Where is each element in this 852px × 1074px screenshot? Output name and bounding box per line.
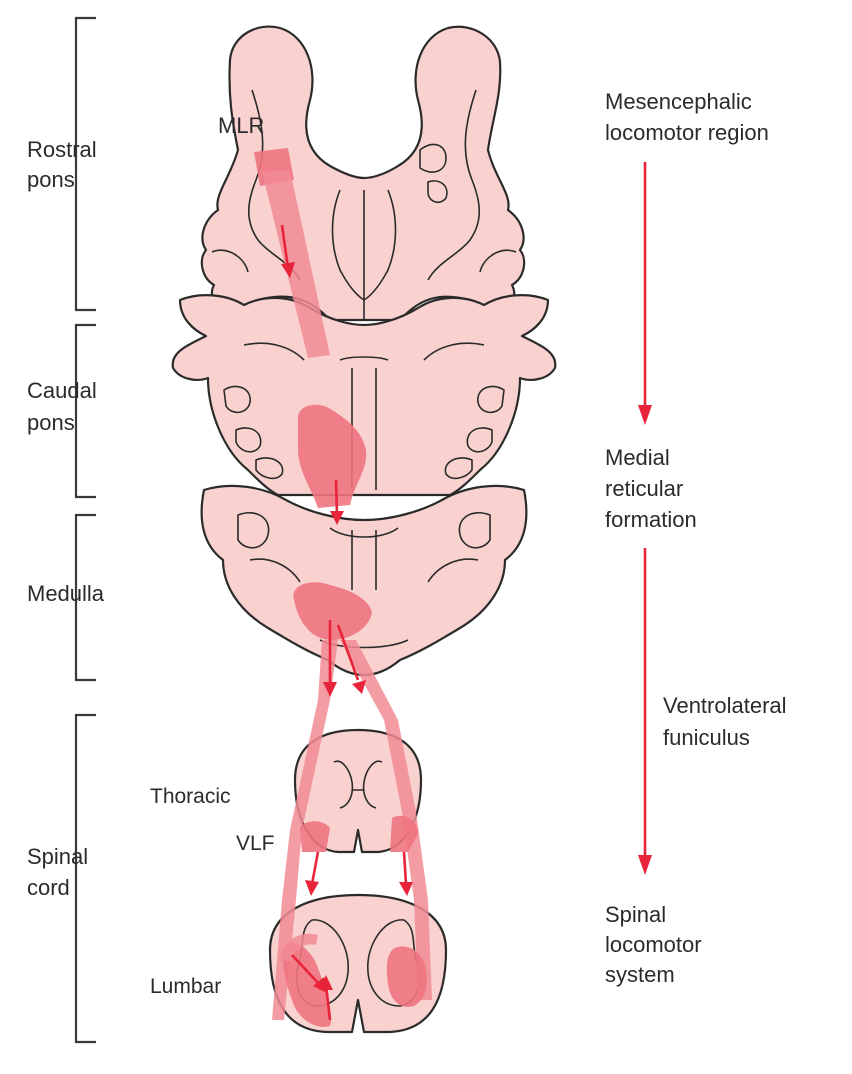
label-vlf: VLF (236, 832, 275, 855)
lumbar-locomotor-left (283, 942, 332, 1027)
step3-line2: funiculus (663, 725, 750, 750)
bracket-caudal-pons (74, 323, 96, 499)
bracket-rostral-pons (74, 16, 96, 312)
pathway-steps: Mesencephalic locomotor region Medial re… (605, 89, 787, 987)
caudal-nucleus-left3 (255, 457, 284, 480)
arrow-mlr-head (281, 262, 295, 278)
label-spinal-line2: cord (27, 875, 70, 900)
caudal-nucleus-right2 (466, 427, 493, 453)
arrow-medulla-left-head (323, 682, 337, 697)
medulla-core (329, 527, 399, 538)
bracket-medulla (74, 513, 96, 682)
rostral-inner-left (247, 89, 301, 281)
caudal-nucleus-left1 (223, 385, 251, 414)
rostral-pons-section (200, 25, 526, 322)
caudal-curve-left (243, 342, 305, 361)
caudal-nucleus-right1 (477, 385, 505, 414)
pathway-arrows (280, 224, 413, 1021)
arrow-medulla-right (336, 624, 360, 681)
step3-line1: Ventrolateral (663, 693, 787, 718)
rostral-lobe-left (211, 249, 249, 273)
thoracic-vlf-left (300, 821, 330, 852)
bracket-spinal-cord (74, 713, 96, 1044)
caudal-nucleus-right3 (444, 457, 473, 480)
rostral-nucleus-right (419, 143, 447, 173)
medulla-nucleus-right (458, 511, 491, 549)
caudal-pons-outline (171, 294, 557, 497)
label-spinal-line1: Spinal (27, 844, 88, 869)
rostral-nucleus-right2 (427, 180, 448, 204)
mlr-tract (262, 170, 330, 358)
lumbar-locomotor-right (386, 946, 427, 1007)
medulla-reticular-region (293, 582, 372, 640)
arrow-vlf-right-head (399, 882, 413, 896)
rostral-lobe-right (479, 249, 517, 273)
caudal-curve-right (423, 342, 485, 361)
label-mlr: MLR (218, 113, 264, 138)
caudal-nucleus-left2 (235, 427, 262, 453)
step-arrow-1-head (638, 405, 652, 425)
label-rostral-line2: pons (27, 167, 75, 192)
arrow-mlr (280, 224, 290, 269)
thoracic-section (293, 728, 423, 854)
label-caudal-line1: Caudal (27, 378, 97, 403)
medulla-nucleus-left (237, 511, 270, 549)
arrow-vlf-left-head (305, 880, 319, 896)
thoracic-grey-matter (333, 760, 383, 809)
step4-line3: system (605, 962, 675, 987)
step4-line1: Spinal (605, 902, 666, 927)
arrow-medulla-right-head (352, 680, 366, 694)
step1-line1: Mesencephalic (605, 89, 752, 114)
arrow-lumbar-1 (291, 954, 321, 986)
arrow-caudal (334, 479, 339, 516)
step1-line2: locomotor region (605, 120, 769, 145)
step2-line1: Medial (605, 445, 670, 470)
locomotor-pathway (254, 148, 432, 1027)
medulla-curve-left (249, 558, 301, 583)
step-arrow-2-head (638, 855, 652, 875)
rostral-pons-outline (200, 25, 526, 322)
arrow-lumbar-2 (324, 984, 332, 1021)
label-rostral-line1: Rostral (27, 137, 97, 162)
rostral-inner-right (427, 89, 481, 281)
medulla-curve-right (427, 558, 479, 583)
arrow-vlf-left (310, 851, 320, 885)
arrow-lumbar-2-head (319, 975, 333, 990)
label-thoracic: Thoracic (150, 785, 231, 808)
vlf-tract-left (272, 640, 338, 1020)
label-lumbar: Lumbar (150, 975, 221, 998)
label-medulla: Medulla (27, 581, 105, 606)
lumbar-ring (280, 933, 318, 962)
thoracic-vlf-right (390, 815, 418, 852)
label-caudal-line2: pons (27, 410, 75, 435)
rostral-core-right (363, 189, 397, 301)
medulla-outline (200, 484, 528, 677)
caudal-reticular-region (297, 404, 367, 508)
region-brackets (74, 16, 96, 1044)
caudal-core (339, 356, 389, 361)
arrow-vlf-right (402, 851, 408, 885)
step4-line2: locomotor (605, 932, 702, 957)
step2-line3: formation (605, 507, 697, 532)
step2-line2: reticular (605, 476, 683, 501)
rostral-core-left (331, 189, 365, 301)
arrow-caudal-head (330, 511, 344, 525)
medulla-section (200, 484, 528, 677)
